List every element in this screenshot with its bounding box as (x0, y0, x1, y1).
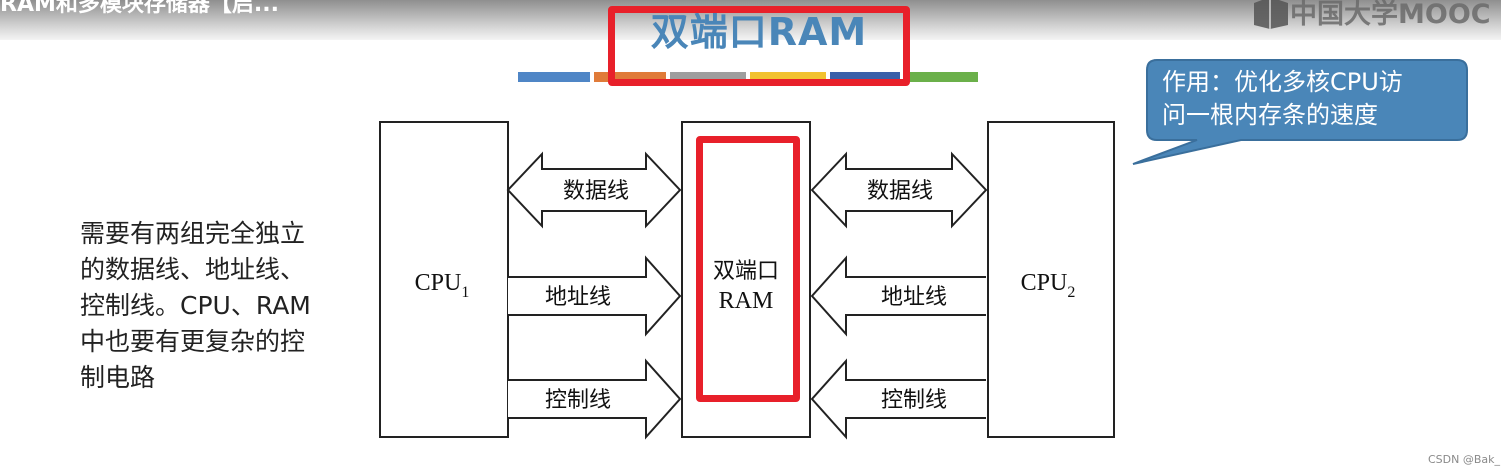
logo-text: 中国大学MOOC (1290, 0, 1491, 30)
cpu2-block (987, 121, 1115, 438)
cpu1-label-sub: 1 (461, 284, 469, 301)
title-bar-segment-1 (518, 72, 590, 82)
left-address-bus-label: 地址线 (545, 285, 611, 310)
right-control-bus-label: 控制线 (881, 388, 947, 413)
cpu2-label: CPU2 (1021, 270, 1076, 301)
callout-line-2: 问一根内存条的速度 (1162, 101, 1378, 129)
left-data-bus-label: 数据线 (563, 179, 629, 204)
cpu1-block (379, 121, 509, 438)
ram-block (681, 121, 811, 438)
title-bar-segment-4 (750, 72, 826, 82)
right-control-bus-arrow (810, 358, 986, 440)
cpu2-label-main: CPU (1021, 270, 1068, 296)
cpu1-label-main: CPU (415, 270, 462, 296)
callout-bubble (1132, 59, 1468, 165)
mooc-logo-icon (1254, 0, 1288, 29)
right-address-bus-label: 地址线 (881, 285, 947, 310)
left-control-bus-label: 控制线 (545, 388, 611, 413)
title-bar-segment-5 (830, 72, 900, 82)
video-title[interactable]: RAM和多模块存储器【启... (0, 0, 279, 17)
right-data-bus-arrow (810, 151, 988, 229)
left-address-bus-arrow (508, 255, 682, 337)
ram-label-line-1: 双端口 (713, 259, 779, 284)
title-bar-segment-2 (594, 72, 666, 82)
right-address-bus-arrow (810, 255, 986, 337)
cpu1-label: CPU1 (415, 270, 470, 301)
callout-text: 作用：优化多核CPU访 问一根内存条的速度 (1162, 66, 1452, 132)
cpu2-label-sub: 2 (1067, 284, 1075, 301)
right-data-bus-label: 数据线 (867, 179, 933, 204)
title-highlight-frame (608, 6, 910, 86)
left-control-bus-arrow (508, 358, 682, 440)
ram-label-line-2: RAM (719, 288, 774, 314)
side-description: 需要有两组完全独立的数据线、地址线、控制线。CPU、RAM中也要有更复杂的控制电… (80, 219, 311, 392)
title-bar-segment-3 (670, 72, 746, 82)
ram-highlight-frame (696, 136, 800, 402)
title-bar-segment-6 (904, 72, 978, 82)
slide-title: 双端口RAM (650, 10, 868, 54)
mooc-logo: 中国大学MOOC (1250, 0, 1491, 31)
watermark: CSDN @Bak_ (1428, 453, 1501, 466)
left-data-bus-arrow (506, 151, 682, 229)
callout-line-1: 作用：优化多核CPU访 (1162, 68, 1403, 96)
